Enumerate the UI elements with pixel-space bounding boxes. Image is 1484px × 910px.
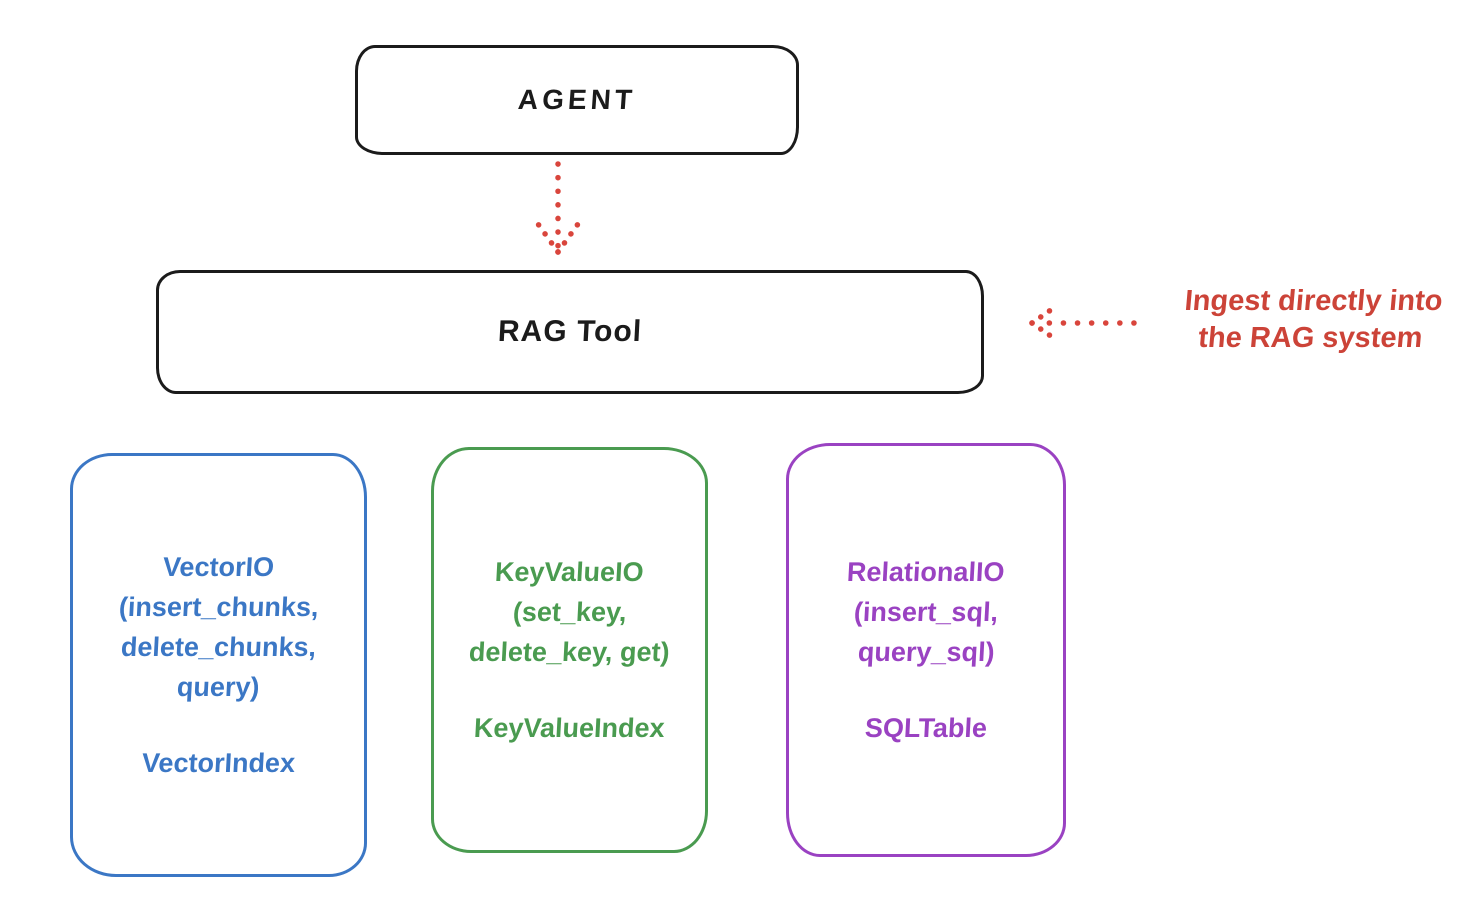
ingest-annotation-line1: Ingest directly into <box>1183 285 1444 317</box>
keyvalue-index-label: KeyValueIndex <box>473 713 666 743</box>
vector-io-methods-line1: (insert_chunks, <box>117 592 320 622</box>
rag-tool-label: RAG Tool <box>497 315 643 348</box>
vector-io-box: VectorIO (insert_chunks, delete_chunks, … <box>70 453 367 877</box>
relational-io-methods-line2: query_sql) <box>856 637 996 667</box>
keyvalue-io-box: KeyValueIO (set_key, delete_key, get) Ke… <box>431 447 708 853</box>
vector-io-methods-line2: delete_chunks, <box>120 632 317 662</box>
arrow-ingest-into-rag-icon <box>1029 302 1137 344</box>
keyvalue-io-methods-line2: delete_key, get) <box>468 637 671 667</box>
keyvalue-io-methods-line1: (set_key, <box>511 597 628 627</box>
ingest-annotation: Ingest directly into the RAG system <box>1137 283 1484 357</box>
vector-io-title: VectorIO <box>162 552 275 582</box>
sql-table-label: SQLTable <box>864 713 988 743</box>
relational-io-title: RelationalIO <box>846 557 1006 587</box>
arrow-agent-to-ragtool-icon <box>535 161 581 255</box>
rag-tool-box: RAG Tool <box>156 270 984 394</box>
agent-label: AGENT <box>516 84 638 115</box>
vector-io-methods-line3: query) <box>176 672 261 702</box>
keyvalue-io-title: KeyValueIO <box>494 557 645 587</box>
vector-index-label: VectorIndex <box>141 748 296 778</box>
agent-box: AGENT <box>355 45 799 155</box>
ingest-annotation-line2: the RAG system <box>1197 322 1424 354</box>
relational-io-box: RelationalIO (insert_sql, query_sql) SQL… <box>786 443 1066 857</box>
relational-io-methods-line1: (insert_sql, <box>853 597 999 627</box>
